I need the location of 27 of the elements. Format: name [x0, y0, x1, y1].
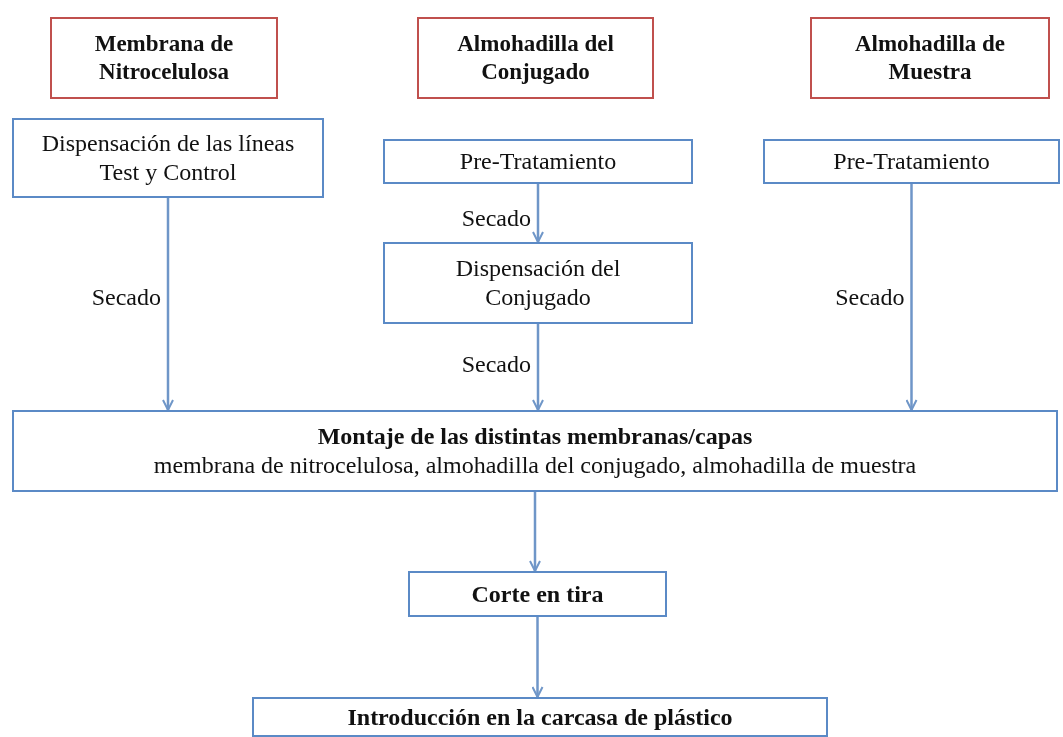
process-box [408, 571, 667, 617]
step-text: Almohadilla del Conjugado [456, 30, 615, 86]
step-text: Pre-Tratamiento [833, 147, 990, 176]
step-text: Almohadilla de Muestra [853, 30, 1007, 86]
process-box [252, 697, 828, 737]
step-text: Pre-Tratamiento [459, 147, 617, 176]
process-box [383, 139, 693, 184]
arrow [532, 184, 544, 243]
step-heading: Montaje de las distintas membranas/capas [317, 422, 753, 451]
process-box [383, 242, 693, 324]
step-text: Dispensación del Conjugado [454, 254, 622, 312]
step-text: Dispensación de las líneas Test y Control [40, 129, 296, 187]
process-box [763, 139, 1060, 184]
arrow [905, 184, 918, 411]
header-box [50, 17, 278, 99]
arrow [532, 324, 544, 411]
arrow [162, 198, 174, 411]
step-text: Introducción en la carcasa de plástico [347, 702, 733, 732]
step-text: Membrana de Nitrocelulosa [93, 30, 235, 86]
process-box [12, 118, 324, 198]
header-box [810, 17, 1050, 99]
arrow [531, 617, 544, 698]
step-text: membrana de nitrocelulosa, almohadilla del conjugado, almohadilla de muestra [153, 451, 917, 480]
arrow [529, 492, 541, 572]
header-box [417, 17, 654, 99]
step-text: Corte en tira [471, 579, 604, 609]
process-box [12, 410, 1058, 492]
